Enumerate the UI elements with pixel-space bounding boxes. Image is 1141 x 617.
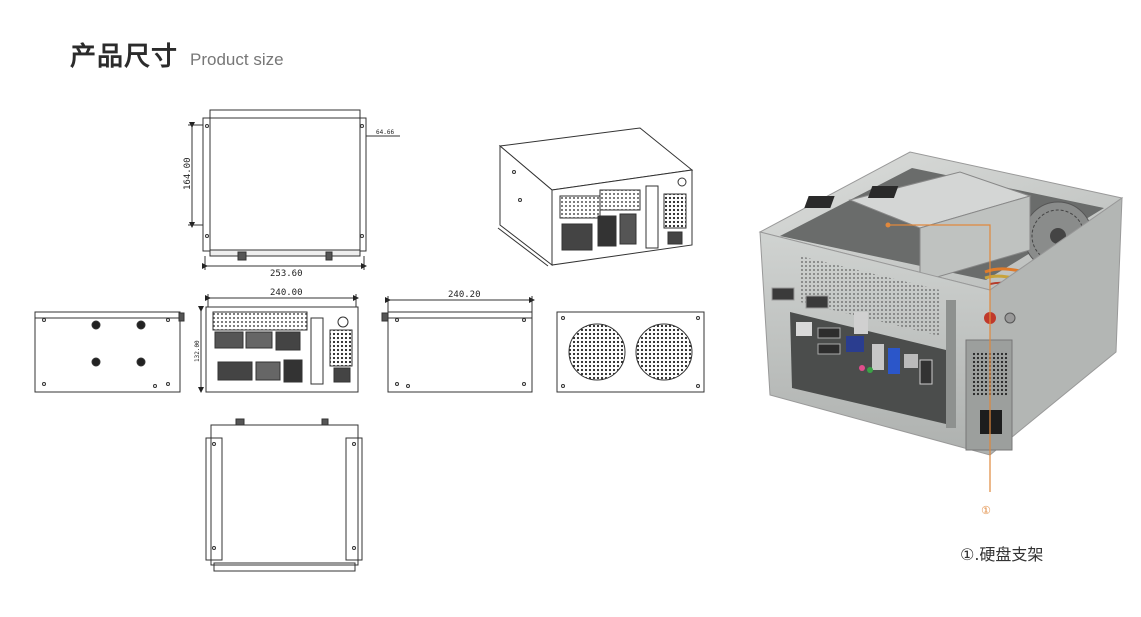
page-title: 产品尺寸 xyxy=(70,42,179,72)
front-width-dim: 240.00 xyxy=(270,288,303,298)
right-side-view xyxy=(381,296,535,393)
bottom-view-drawing xyxy=(205,418,363,572)
page-subtitle: Product size xyxy=(190,50,284,69)
callout-leader-line xyxy=(885,222,991,492)
callout-label: ①.硬盘支架 xyxy=(960,545,1044,564)
top-flange-dim: 64.66 xyxy=(376,129,394,136)
callout-marker: ① xyxy=(981,504,991,517)
back-view-fans xyxy=(556,311,705,393)
top-height-dim: 164.00 xyxy=(183,157,193,190)
side-width-dim: 240.20 xyxy=(448,290,481,300)
isometric-drawing xyxy=(497,127,694,267)
page-header: 产品尺寸 Product size xyxy=(70,36,284,73)
left-side-view xyxy=(34,311,185,393)
product-photo xyxy=(758,151,1124,457)
front-view-drawing xyxy=(198,294,359,393)
top-view-drawing xyxy=(188,109,400,270)
front-height-dim: 132.00 xyxy=(194,340,201,362)
top-width-dim: 253.60 xyxy=(270,269,303,279)
